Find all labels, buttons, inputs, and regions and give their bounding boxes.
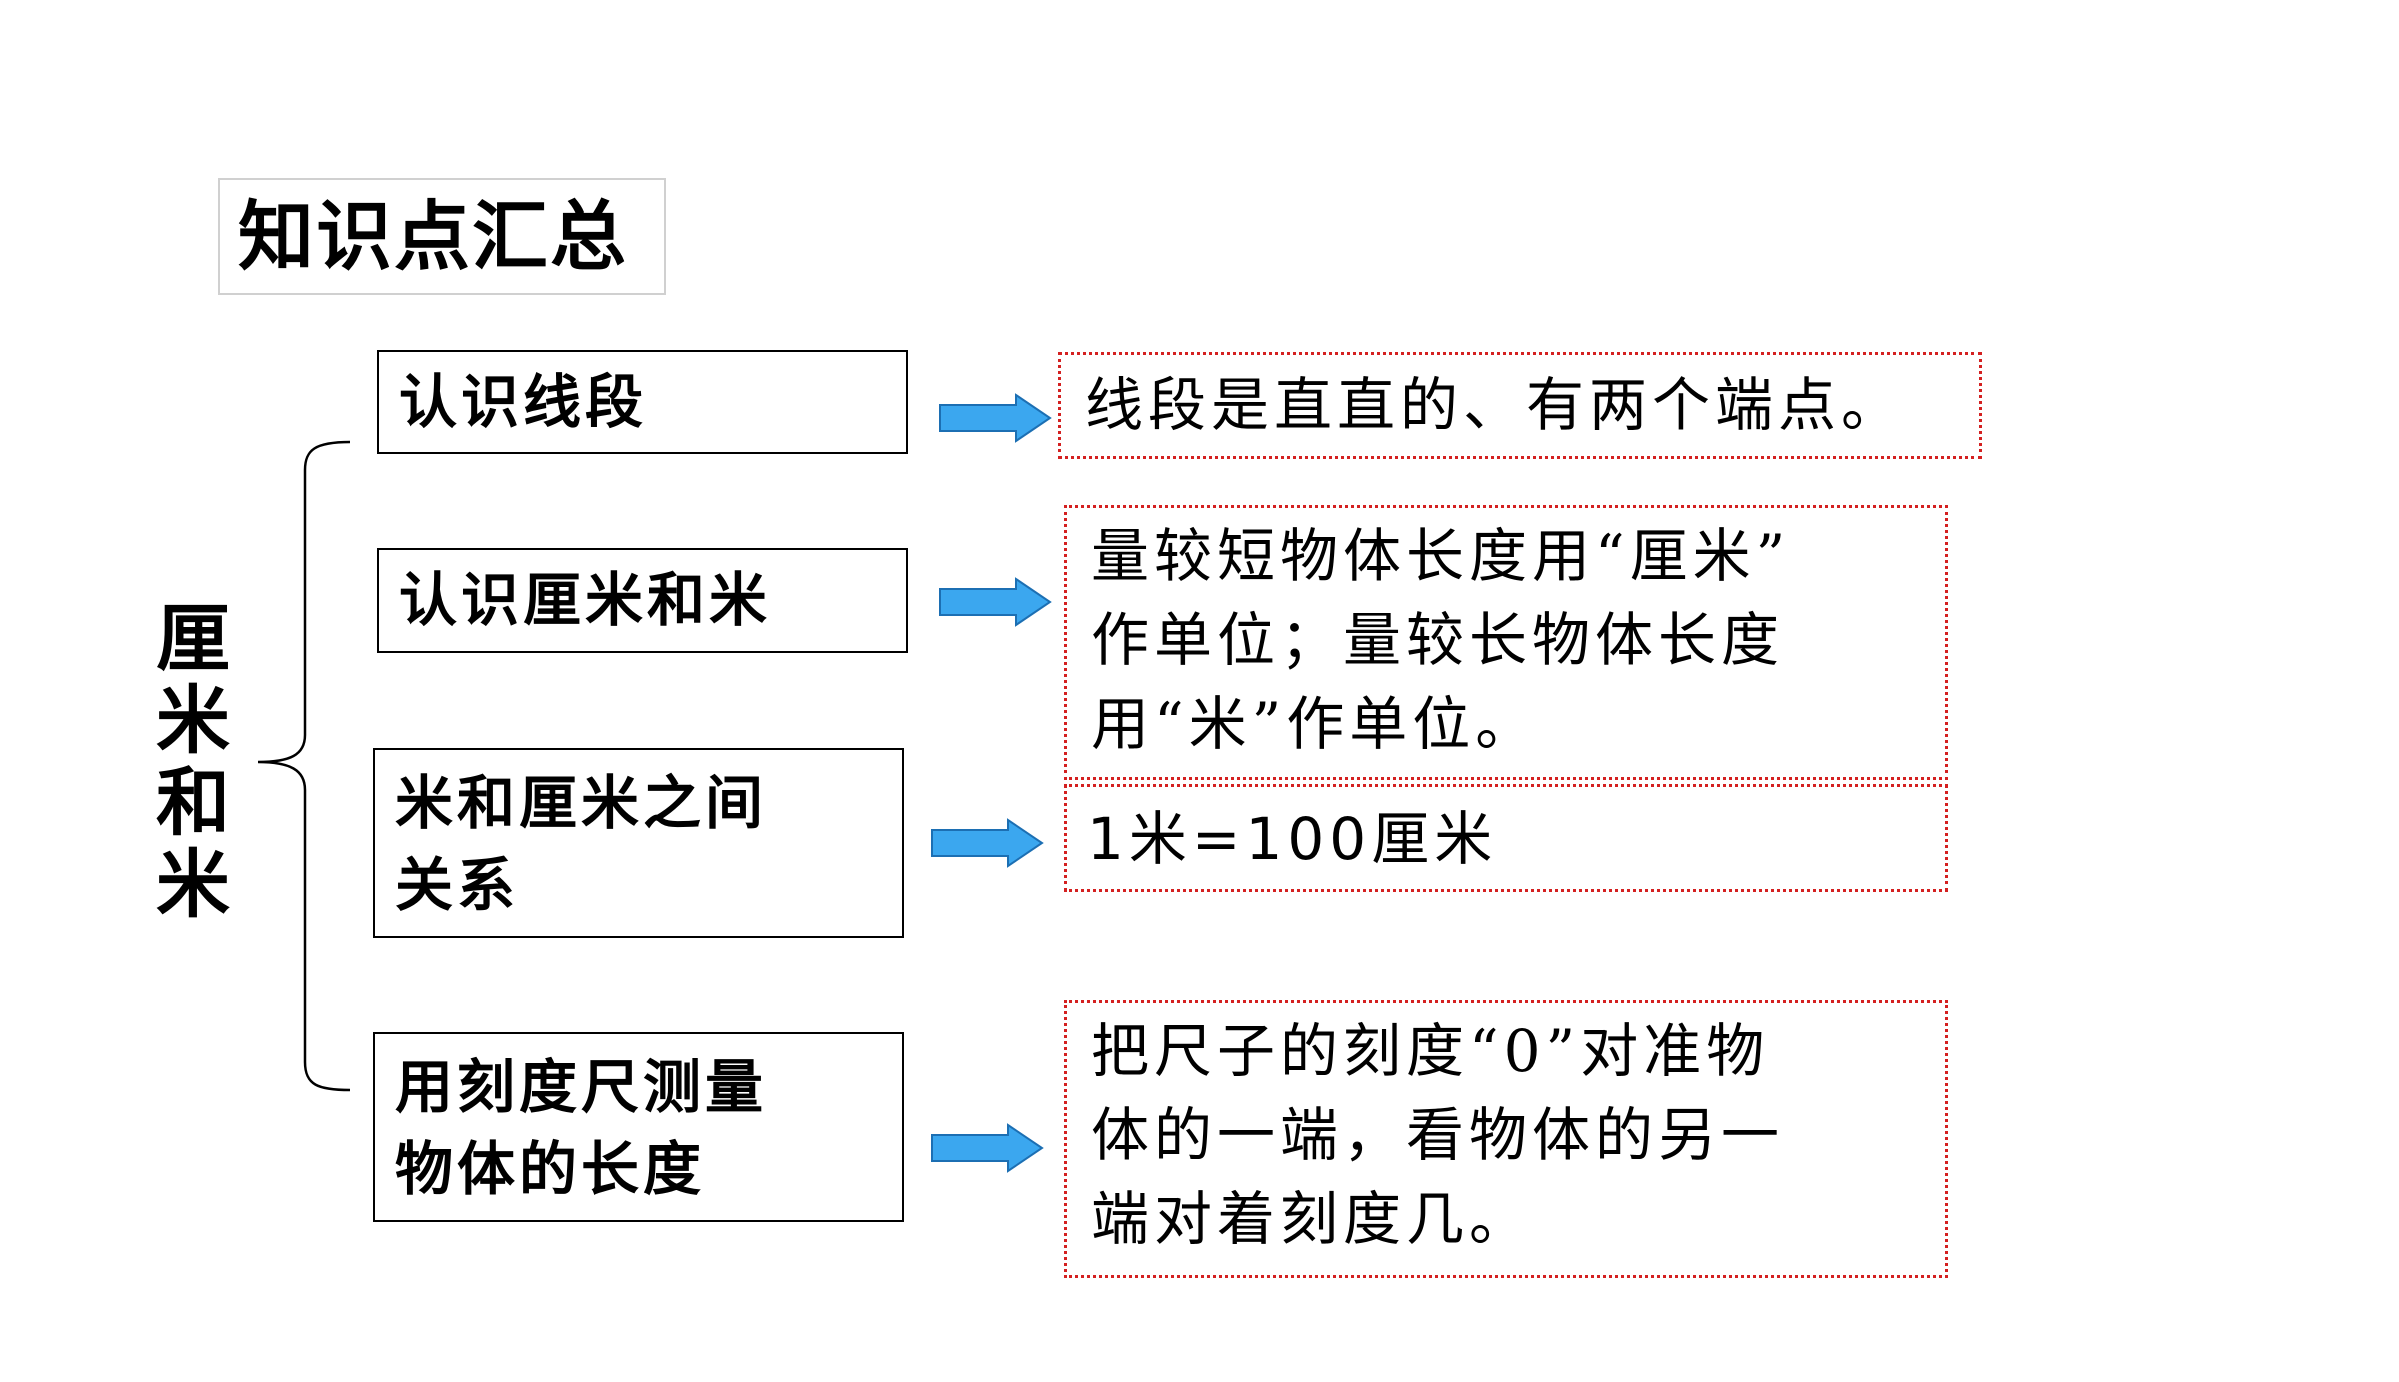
root-label-char: 厘 xyxy=(156,596,230,682)
arrow-icon xyxy=(931,1123,1044,1173)
topic-label: 关系 xyxy=(395,851,520,919)
note-box-line-segment: 线段是直直的、有两个端点。 xyxy=(1058,352,1982,459)
topic-box-cm-and-m: 认识厘米和米 xyxy=(377,548,908,653)
topic-box-relation: 米和厘米之间 关系 xyxy=(373,748,904,938)
note-text: 作单位；量较长物体长度 xyxy=(1091,606,1785,674)
note-text: 用“米”作单位。 xyxy=(1091,690,1539,758)
topic-label: 米和厘米之间 xyxy=(395,769,768,837)
topic-label: 用刻度尺测量 xyxy=(395,1053,768,1121)
note-text: 体的一端，看物体的另一 xyxy=(1091,1101,1785,1169)
arrow-icon xyxy=(931,818,1044,868)
arrow-icon xyxy=(939,393,1052,443)
note-text: 线段是直直的、有两个端点。 xyxy=(1085,371,1905,439)
topic-box-line-segment: 认识线段 xyxy=(377,350,908,454)
root-label-char: 米 xyxy=(156,842,230,928)
note-box-relation: 1米=100厘米 xyxy=(1064,784,1948,892)
topic-label: 认识线段 xyxy=(399,368,648,436)
note-text: 量较短物体长度用“厘米” xyxy=(1091,522,1791,590)
root-label-char: 和 xyxy=(156,760,230,846)
note-text: 端对着刻度几。 xyxy=(1091,1185,1533,1253)
root-label-char: 米 xyxy=(156,678,230,764)
root-topic-label: 厘 米 和 米 xyxy=(148,598,238,926)
note-text: 1米=100厘米 xyxy=(1087,805,1498,873)
note-box-cm-and-m: 量较短物体长度用“厘米” 作单位；量较长物体长度 用“米”作单位。 xyxy=(1064,505,1948,780)
topic-box-measure: 用刻度尺测量 物体的长度 xyxy=(373,1032,904,1222)
topic-label: 认识厘米和米 xyxy=(399,566,772,634)
arrow-icon xyxy=(939,577,1052,627)
page-title: 知识点汇总 xyxy=(218,178,666,295)
note-box-measure: 把尺子的刻度“0”对准物 体的一端，看物体的另一 端对着刻度几。 xyxy=(1064,1000,1948,1278)
curly-brace xyxy=(257,440,351,1092)
note-text: 把尺子的刻度“0”对准物 xyxy=(1091,1017,1770,1085)
topic-label: 物体的长度 xyxy=(395,1135,706,1203)
